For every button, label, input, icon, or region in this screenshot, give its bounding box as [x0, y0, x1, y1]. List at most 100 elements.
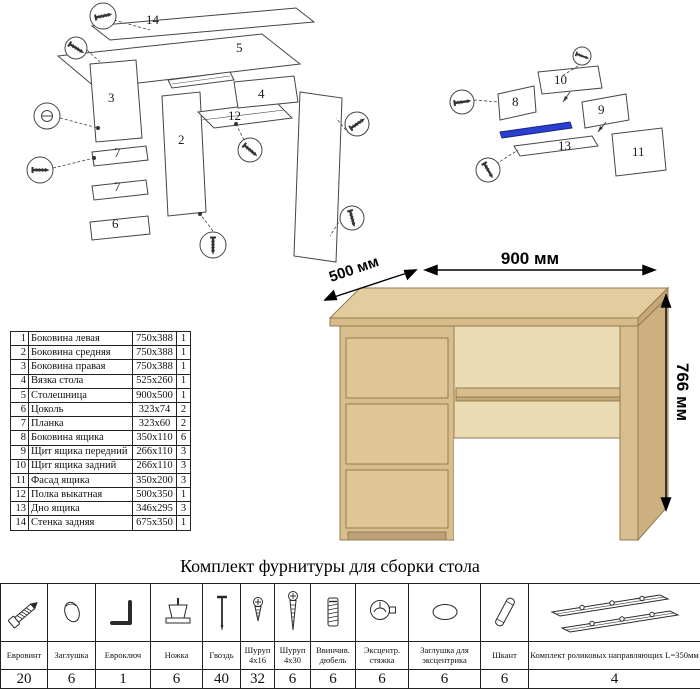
- part-name: Боковина левая: [28, 330, 133, 347]
- part-size: 675x350: [132, 515, 177, 531]
- keyboard-tray-edge: [455, 396, 621, 402]
- screw-callout: [572, 46, 592, 66]
- hardware-name: Шкант: [480, 641, 529, 670]
- screw-callout: [339, 205, 365, 231]
- screw-callout: [64, 36, 88, 60]
- part-size: 346x295: [132, 501, 177, 517]
- hardware-qty: 6: [150, 669, 203, 689]
- part-number: 12: [10, 487, 29, 503]
- dowel-callout: [344, 111, 370, 137]
- hardware-name: Эксцентр. стяжка: [355, 641, 409, 670]
- part-number: 7: [10, 416, 29, 432]
- hardware-qty: 6: [408, 669, 481, 689]
- hardware-name: Ввинчив. дюбель: [310, 641, 356, 670]
- hardware-name: Шуруп 4x16: [240, 641, 275, 670]
- exploded-view-desk-drawing: [26, 2, 370, 263]
- screw-callout: [449, 89, 475, 115]
- hardware-qty: 40: [202, 669, 241, 689]
- desk-top-face: [328, 287, 670, 319]
- screw-4x30-icon: [287, 590, 298, 630]
- part-label-3: 3: [108, 90, 115, 105]
- dimension-label-width: 900 мм: [500, 249, 560, 268]
- hex-key-icon: [110, 599, 132, 625]
- exploded-view-drawer-drawing: [449, 46, 667, 183]
- cam-cap-icon: [432, 603, 457, 620]
- hardware-icon-cell: [355, 583, 409, 642]
- hardware-icon-cell: [150, 583, 203, 642]
- hardware-table: Евровинт Заглушка Евроключ Ножка Гвоздь …: [0, 583, 700, 689]
- hardware-qty: 6: [355, 669, 409, 689]
- cap-icon: [63, 601, 80, 622]
- part-qty: 3: [176, 501, 191, 517]
- part-size: 750x388: [132, 330, 177, 347]
- hardware-qty: 6: [274, 669, 311, 689]
- part-size: 500x350: [132, 487, 177, 503]
- hardware-qty: 1: [95, 669, 151, 689]
- hardware-name: Евровинт: [0, 641, 48, 670]
- part-size: 266x110: [132, 458, 177, 474]
- part-label-10: 10: [554, 72, 567, 87]
- part-size: 323x74: [132, 401, 177, 418]
- hardware-name: Комплект роликовых направляющих L=350мм: [528, 641, 700, 670]
- part-qty: 2: [176, 416, 191, 432]
- desk-tie-panel: [233, 75, 299, 109]
- part-label-7a: 7: [114, 145, 121, 160]
- hardware-icon-cell: [95, 583, 151, 642]
- part-name: Вязка стола: [28, 373, 133, 389]
- part-number: 11: [10, 472, 29, 489]
- part-name: Боковина средняя: [28, 345, 133, 361]
- part-qty: 6: [176, 430, 191, 446]
- hardware-qty: 6: [480, 669, 529, 689]
- part-number: 9: [10, 444, 29, 460]
- part-label-13: 13: [558, 138, 571, 153]
- plank-1: [91, 145, 149, 167]
- part-size: 750x388: [132, 345, 177, 361]
- drawer-side-panel-left: [497, 85, 537, 121]
- part-number: 8: [10, 430, 29, 446]
- hardware-icon-cell: [528, 583, 700, 642]
- screw-callout: [26, 156, 54, 184]
- part-number: 3: [10, 359, 29, 375]
- part-name: Стенка задняя: [28, 515, 133, 531]
- part-label-6: 6: [112, 216, 119, 231]
- part-name: Боковина ящика: [28, 430, 133, 446]
- hardware-qty-row: 20 6 1 6 40 32 6 6 6 6 6 4: [0, 669, 700, 689]
- part-label-12: 12: [228, 108, 241, 123]
- hardware-kit-title: Комплект фурнитуры для сборки стола: [180, 556, 480, 576]
- plank-2: [91, 179, 149, 201]
- part-qty: 1: [176, 359, 191, 375]
- part-name: Щит ящика задний: [28, 458, 133, 474]
- hardware-icon-cell: [274, 583, 311, 642]
- part-qty: 1: [176, 330, 191, 347]
- hardware-qty: 32: [240, 669, 275, 689]
- part-label-4: 4: [258, 86, 265, 101]
- exploded-view-desk: 14 5 3 7 7 6 2 12 4: [0, 0, 430, 315]
- wood-dowel-icon: [494, 597, 515, 626]
- hardware-name: Заглушка: [47, 641, 96, 670]
- part-size: 323x60: [132, 416, 177, 432]
- screw-callout: [237, 137, 263, 163]
- desk-drawing: [323, 264, 672, 542]
- part-name: Столешница: [28, 387, 133, 403]
- part-label-14: 14: [146, 12, 159, 27]
- part-number: 13: [10, 501, 29, 517]
- hardware-icon-cell: [0, 583, 48, 642]
- desk-back-panel: [453, 325, 621, 439]
- roller-guide-highlight: [499, 121, 573, 139]
- part-label-5: 5: [236, 40, 243, 55]
- hardware-name: Заглушка для эксцентрика: [408, 641, 481, 670]
- part-number: 10: [10, 458, 29, 474]
- hardware-qty: 4: [528, 669, 700, 689]
- nail-icon: [216, 595, 227, 631]
- part-label-7b: 7: [114, 179, 121, 194]
- part-qty: 1: [176, 515, 191, 531]
- part-qty: 3: [176, 444, 191, 460]
- part-size: 900x500: [132, 387, 177, 403]
